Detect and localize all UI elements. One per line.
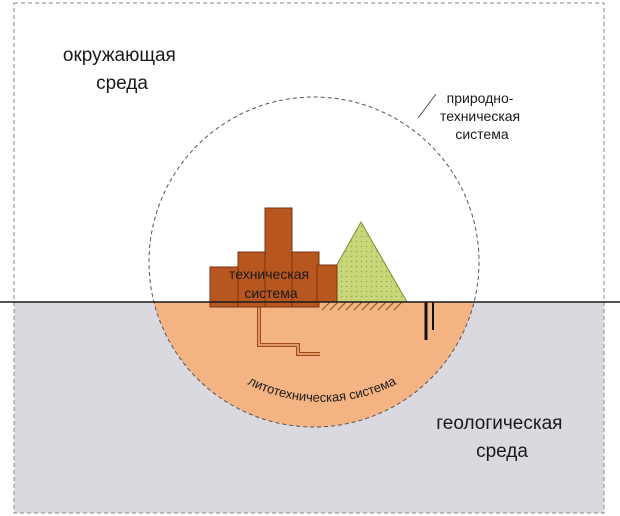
environment-label: окружающая среда: [63, 45, 181, 94]
natural-technical-system-label: природно- техническая система: [440, 90, 524, 142]
building-block: [317, 265, 337, 302]
label-leader-line: [418, 94, 436, 118]
